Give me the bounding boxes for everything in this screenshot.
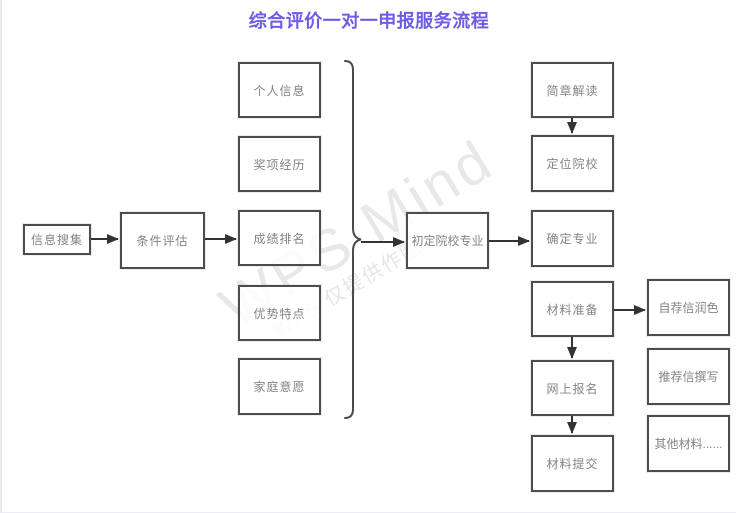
node-brochure[interactable]: 简章解读: [531, 62, 614, 118]
node-family-wish[interactable]: 家庭意愿: [238, 358, 321, 415]
node-online-reg[interactable]: 网上报名: [531, 360, 614, 416]
node-grades[interactable]: 成绩排名: [238, 210, 321, 266]
node-awards[interactable]: 奖项经历: [238, 136, 321, 192]
node-confirm-major[interactable]: 确定专业: [531, 210, 614, 267]
node-preliminary[interactable]: 初定院校专业: [406, 212, 489, 269]
node-material-submit[interactable]: 材料提交: [531, 435, 614, 492]
node-rec-letter[interactable]: 推荐信撰写: [647, 348, 730, 405]
node-personal-info[interactable]: 个人信息: [238, 62, 321, 118]
node-other-materials[interactable]: 其他材料......: [647, 415, 730, 472]
page-title: 综合评价一对一申报服务流程: [248, 11, 490, 31]
node-info-collect[interactable]: 信息搜集: [23, 224, 91, 255]
brace-right: [344, 60, 362, 419]
node-strengths[interactable]: 优势特点: [238, 285, 321, 341]
node-locate-school[interactable]: 定位院校: [531, 135, 614, 192]
node-material-prep[interactable]: 材料准备: [531, 281, 614, 337]
node-condition-eval[interactable]: 条件评估: [120, 212, 205, 269]
node-self-letter[interactable]: 自荐信润色: [647, 279, 730, 336]
